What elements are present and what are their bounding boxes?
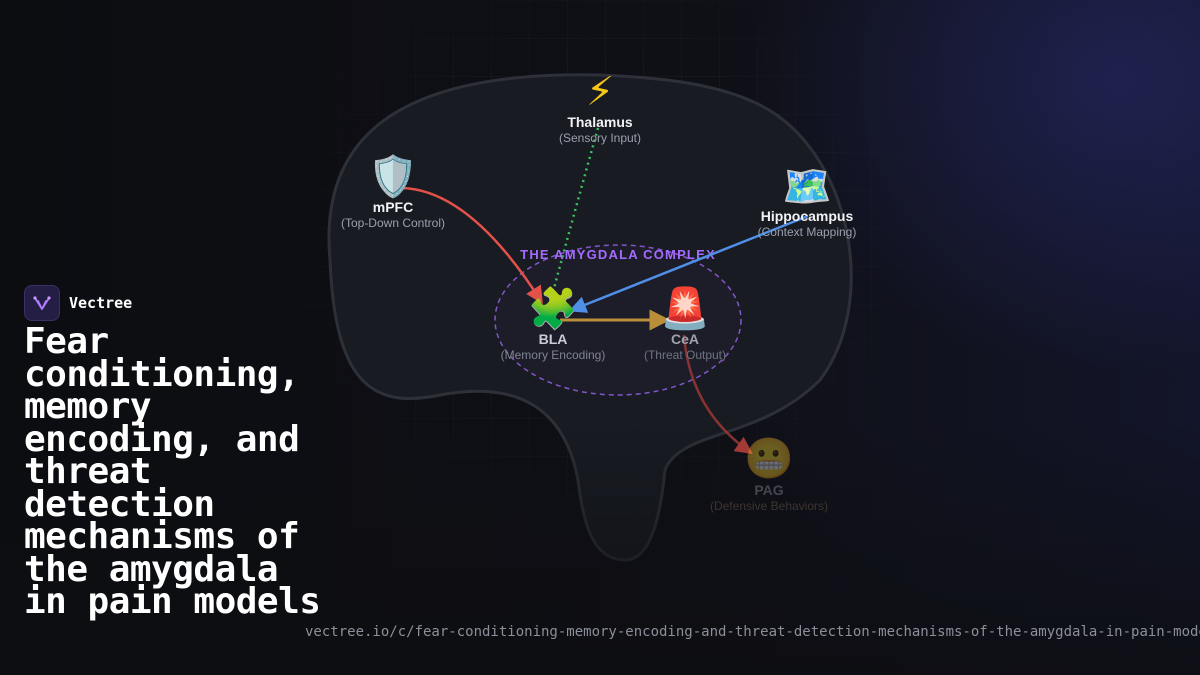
- neural-branch-icon: [24, 285, 60, 321]
- edge-mpfc-bla: [401, 186, 543, 304]
- node-sublabel: (Threat Output): [644, 348, 726, 362]
- siren-icon: 🚨: [660, 285, 710, 332]
- node-label: mPFC: [373, 199, 413, 215]
- node-sublabel: (Top-Down Control): [341, 216, 445, 230]
- node-label: PAG: [754, 482, 783, 498]
- brand-name: Vectree: [69, 294, 133, 312]
- shield-icon: 🛡️: [368, 153, 418, 200]
- cluster-title: THE AMYGDALA COMPLEX: [520, 247, 716, 262]
- node-hippocampus[interactable]: 🗺️ Hippocampus (Context Mapping): [758, 164, 857, 239]
- node-label: BLA: [539, 331, 568, 347]
- edge-cea-pag: [682, 334, 753, 455]
- node-sublabel: (Sensory Input): [559, 131, 641, 145]
- node-cea[interactable]: 🚨 CeA (Threat Output): [644, 285, 726, 362]
- node-label: Thalamus: [567, 114, 633, 130]
- page-title: Fear conditioning, memory encoding, and …: [24, 321, 321, 622]
- node-pag[interactable]: 😬 PAG (Defensive Behaviors): [710, 436, 828, 513]
- node-sublabel: (Context Mapping): [758, 225, 857, 239]
- brand[interactable]: Vectree: [24, 285, 132, 321]
- grimace-icon: 😬: [744, 436, 794, 482]
- edge-hippocampus-bla: [568, 214, 809, 313]
- node-label: CeA: [671, 331, 699, 347]
- bottom-fade: [0, 420, 1200, 675]
- lightning-icon: ⚡: [586, 69, 614, 115]
- map-icon: 🗺️: [782, 164, 832, 210]
- node-mpfc[interactable]: 🛡️ mPFC (Top-Down Control): [341, 153, 445, 230]
- node-sublabel: (Memory Encoding): [501, 348, 606, 362]
- node-bla[interactable]: 🧩 BLA (Memory Encoding): [501, 285, 606, 362]
- node-thalamus[interactable]: ⚡ Thalamus (Sensory Input): [559, 69, 641, 145]
- page-url[interactable]: vectree.io/c/fear-conditioning-memory-en…: [305, 624, 1200, 640]
- node-label: Hippocampus: [761, 208, 854, 224]
- edge-thalamus-bla: [551, 127, 600, 293]
- puzzle-icon: 🧩: [528, 285, 578, 332]
- node-sublabel: (Defensive Behaviors): [710, 499, 828, 513]
